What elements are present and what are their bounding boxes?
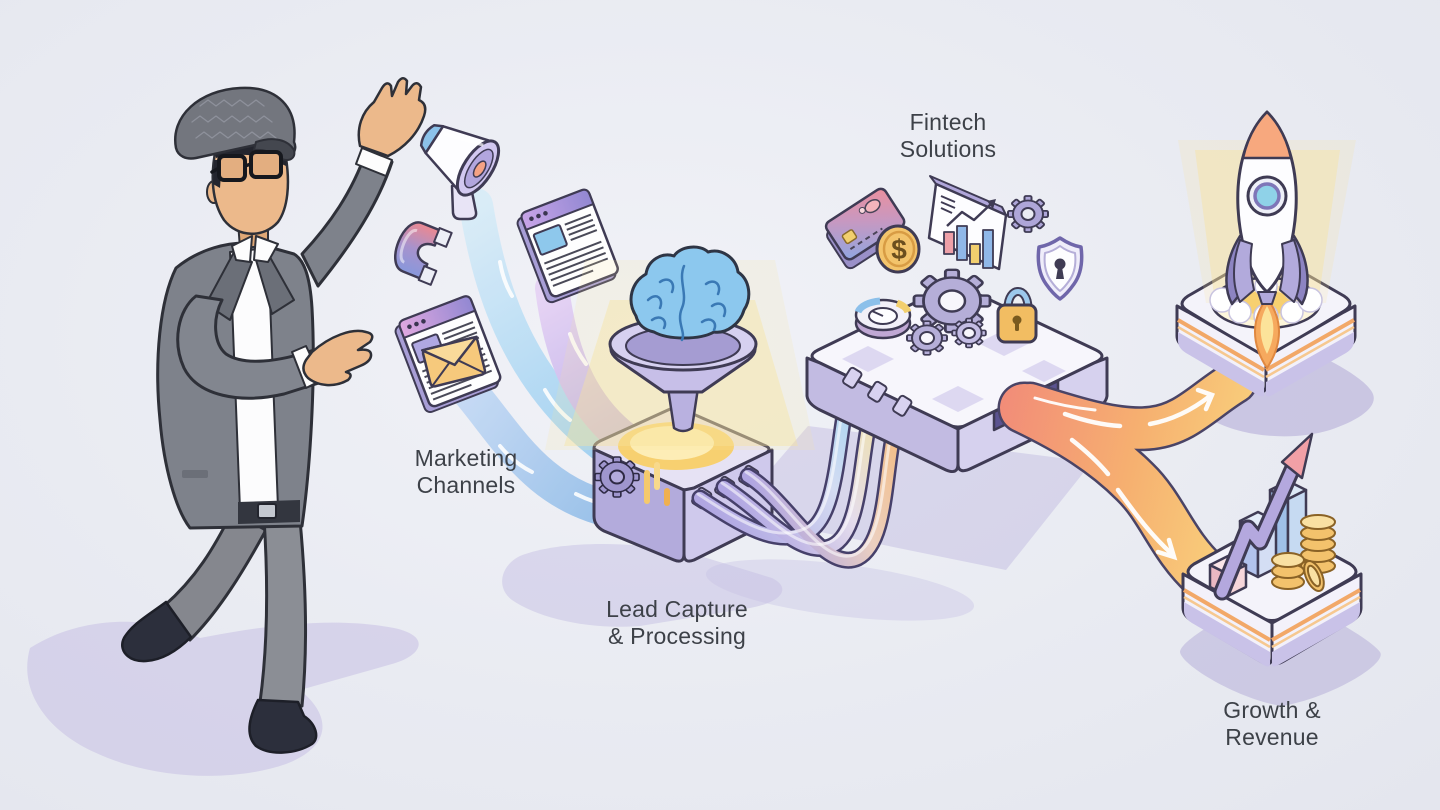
label-line: Fintech: [909, 109, 987, 135]
fintech-shadow: [732, 426, 1092, 570]
label-lead-capture: Lead Capture & Processing: [547, 596, 807, 650]
belt-buckle: [257, 503, 277, 519]
back-shoe: [121, 600, 193, 663]
envelope-icon: [420, 335, 487, 388]
lead-funnel-machine: [545, 245, 815, 563]
jacket-pocket: [182, 470, 208, 478]
megaphone-icon: [419, 124, 501, 221]
analytics-screen-icon: [927, 175, 1008, 271]
brain-icon: [629, 245, 751, 342]
pipe-fittings-platform: [842, 366, 913, 417]
funnel-box-shadow: [502, 544, 783, 627]
label-line: Channels: [416, 472, 516, 498]
label-line: Growth &: [1223, 697, 1321, 723]
browser-window-icon: [516, 188, 619, 304]
funnel-stem: [666, 386, 700, 433]
presenter-figure: [121, 77, 427, 754]
dollar-coin-icon: $: [875, 224, 921, 274]
padlock-icon: [996, 287, 1038, 344]
marketing-icons: [394, 124, 619, 414]
magnet-icon: [394, 221, 453, 286]
label-marketing-channels: Marketing Channels: [336, 445, 596, 499]
growth-arrow-icon: [1213, 432, 1314, 601]
raised-arm-cuff: [355, 147, 393, 177]
rocket-nose: [1241, 110, 1293, 160]
presenter-shadow: [27, 621, 419, 776]
stream-megaphone: [459, 188, 657, 487]
back-leg: [162, 510, 268, 642]
dollar-symbol: $: [891, 234, 907, 265]
label-growth-revenue: Growth & Revenue: [1142, 697, 1402, 751]
growth-platform: [1181, 432, 1363, 667]
glasses-icon: [210, 150, 283, 182]
credit-card-icon: [824, 187, 907, 270]
front-shoe: [248, 698, 318, 754]
pipe-middle: [718, 384, 884, 555]
front-arm-sleeve: [176, 294, 324, 400]
label-line: Marketing: [414, 445, 518, 471]
collar: [231, 235, 279, 263]
rocket-icon: [1225, 110, 1309, 369]
gauge-donut-icon: [854, 297, 912, 340]
ribbon-flow-arrows: [1033, 387, 1216, 561]
cap-herringbone: [191, 99, 277, 139]
coin-stacks-icon: [1271, 514, 1336, 592]
data-pipes: [691, 365, 911, 569]
label-fintech-solutions: Fintech Solutions: [818, 109, 1078, 163]
shield-icon: [1036, 236, 1084, 301]
label-line: Solutions: [899, 136, 997, 162]
label-line: Lead Capture: [606, 596, 748, 622]
rocket-launch: [1175, 110, 1357, 397]
pipes-shadow: [705, 559, 975, 621]
label-line: & Processing: [608, 623, 746, 649]
label-line: Revenue: [1225, 724, 1319, 750]
flow-ribbon: [997, 359, 1258, 602]
newsletter-browser-icon: [394, 295, 502, 414]
raised-hand: [357, 77, 427, 158]
fintech-items: [854, 236, 1084, 356]
floating-fintech-icons: $: [824, 175, 1049, 274]
front-hand: [302, 329, 374, 387]
activity-bars-icon: [644, 462, 670, 506]
front-leg: [258, 516, 308, 708]
